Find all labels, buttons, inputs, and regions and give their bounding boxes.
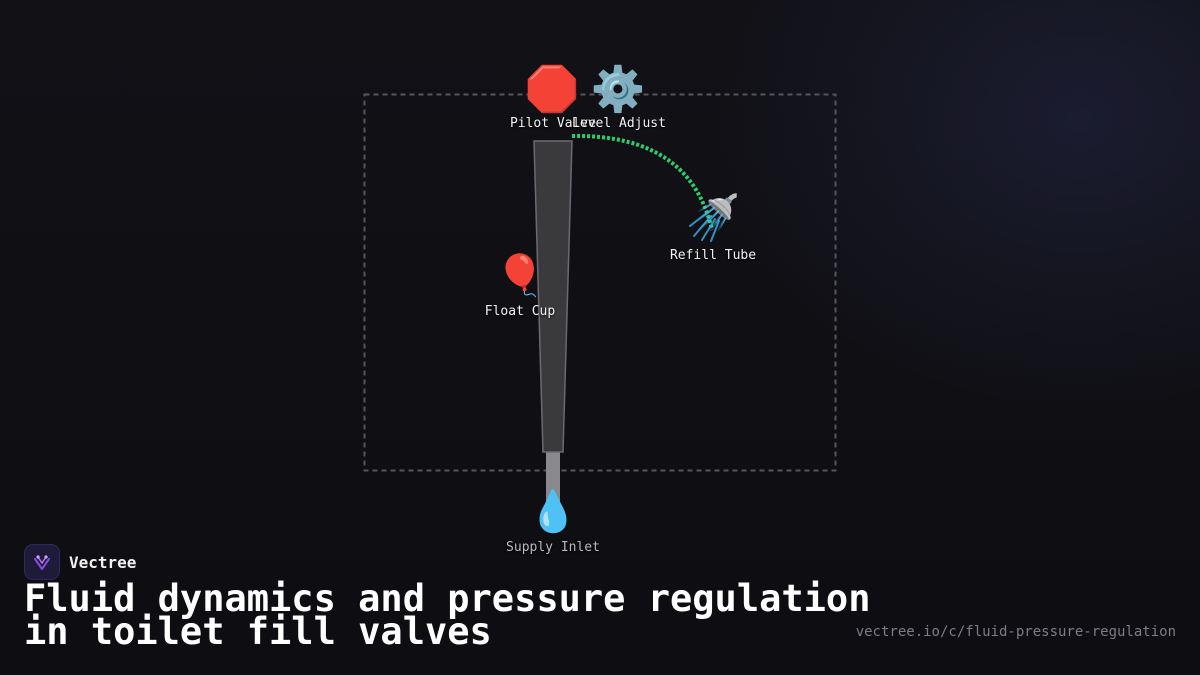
stop-sign-icon: 🛑 — [524, 64, 580, 115]
float-cup-label: Float Cup — [484, 304, 556, 319]
refill-tube-label: Refill Tube — [669, 248, 757, 263]
supply-inlet-label: Supply Inlet — [506, 540, 600, 555]
tank-outline — [363, 93, 837, 472]
pilot-valve-label: Pilot Valve — [509, 116, 597, 131]
brand: Vectree — [24, 544, 136, 580]
vectree-logo-icon — [24, 544, 60, 580]
valve-body — [533, 140, 573, 453]
refill-flow-path — [571, 133, 714, 231]
shower-head-icon: 🚿 — [694, 193, 740, 234]
supply-shank — [546, 452, 560, 508]
gear-icon: ⚙️ — [590, 64, 646, 115]
level-adjust-label: Level Adjust — [572, 116, 666, 131]
page-title: Fluid dynamics and pressure regulation i… — [24, 577, 871, 653]
water-drop-icon: 💧 — [528, 489, 578, 535]
source-url[interactable]: vectree.io/c/fluid-pressure-regulation — [855, 624, 1176, 640]
balloon-icon: 🎈 — [495, 253, 545, 299]
brand-name: Vectree — [69, 552, 137, 572]
spray-streaks — [689, 211, 720, 242]
